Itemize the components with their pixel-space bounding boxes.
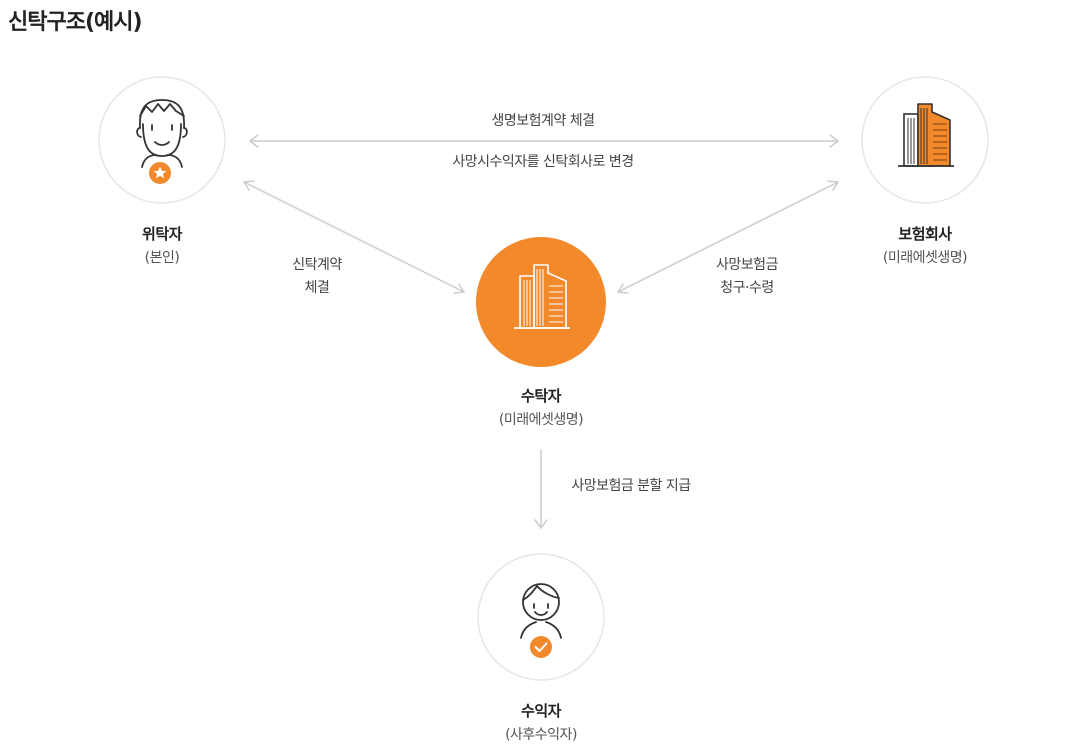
edge-label-line: 사망보험금 [716, 257, 778, 273]
check-badge-icon [530, 636, 552, 658]
building-icon [898, 103, 954, 167]
node-beneficiary [477, 553, 605, 681]
edge-label-trust-contract: 신탁계약 체결 [267, 254, 367, 300]
node-trustee [476, 237, 606, 367]
arrows [243, 134, 839, 529]
node-circle [476, 237, 606, 367]
edge-label-line: 체결 [304, 280, 330, 296]
person-icon [520, 583, 562, 639]
node-insurer [861, 76, 989, 204]
building-icon [514, 264, 570, 329]
person-icon [136, 99, 188, 168]
beneficiary-label: 수익자 [521, 702, 561, 720]
settlor-sublabel: (본인) [144, 250, 180, 266]
star-badge-icon [149, 162, 171, 184]
edge-label-beneficiary-change: 사망시수익자를 신탁회사로 변경 [452, 154, 634, 170]
edge-label-line: 신탁계약 [292, 257, 342, 273]
arrow-trustee-beneficiary [534, 449, 548, 529]
edge-label-claim: 사망보험금 청구·수령 [697, 254, 797, 300]
settlor-label: 위탁자 [142, 225, 182, 243]
beneficiary-sublabel: (사후수익자) [505, 727, 577, 743]
node-settlor [98, 76, 226, 204]
node-circle [477, 553, 605, 681]
trustee-label: 수탁자 [521, 387, 561, 405]
page-title: 신탁구조(예시) [8, 10, 143, 35]
trustee-sublabel: (미래에셋생명) [498, 412, 584, 428]
insurer-label: 보험회사 [898, 225, 952, 243]
arrow-settlor-insurer [249, 134, 839, 148]
arrow-settlor-trustee [243, 180, 465, 294]
insurer-sublabel: (미래에셋생명) [882, 250, 968, 266]
edge-label-line: 청구·수령 [720, 280, 774, 296]
edge-label-insurance-contract: 생명보험계약 체결 [491, 113, 596, 129]
arrow-insurer-trustee [617, 180, 839, 294]
node-circle [98, 76, 226, 204]
edge-label-installment-payment: 사망보험금 분할 지급 [571, 478, 691, 494]
